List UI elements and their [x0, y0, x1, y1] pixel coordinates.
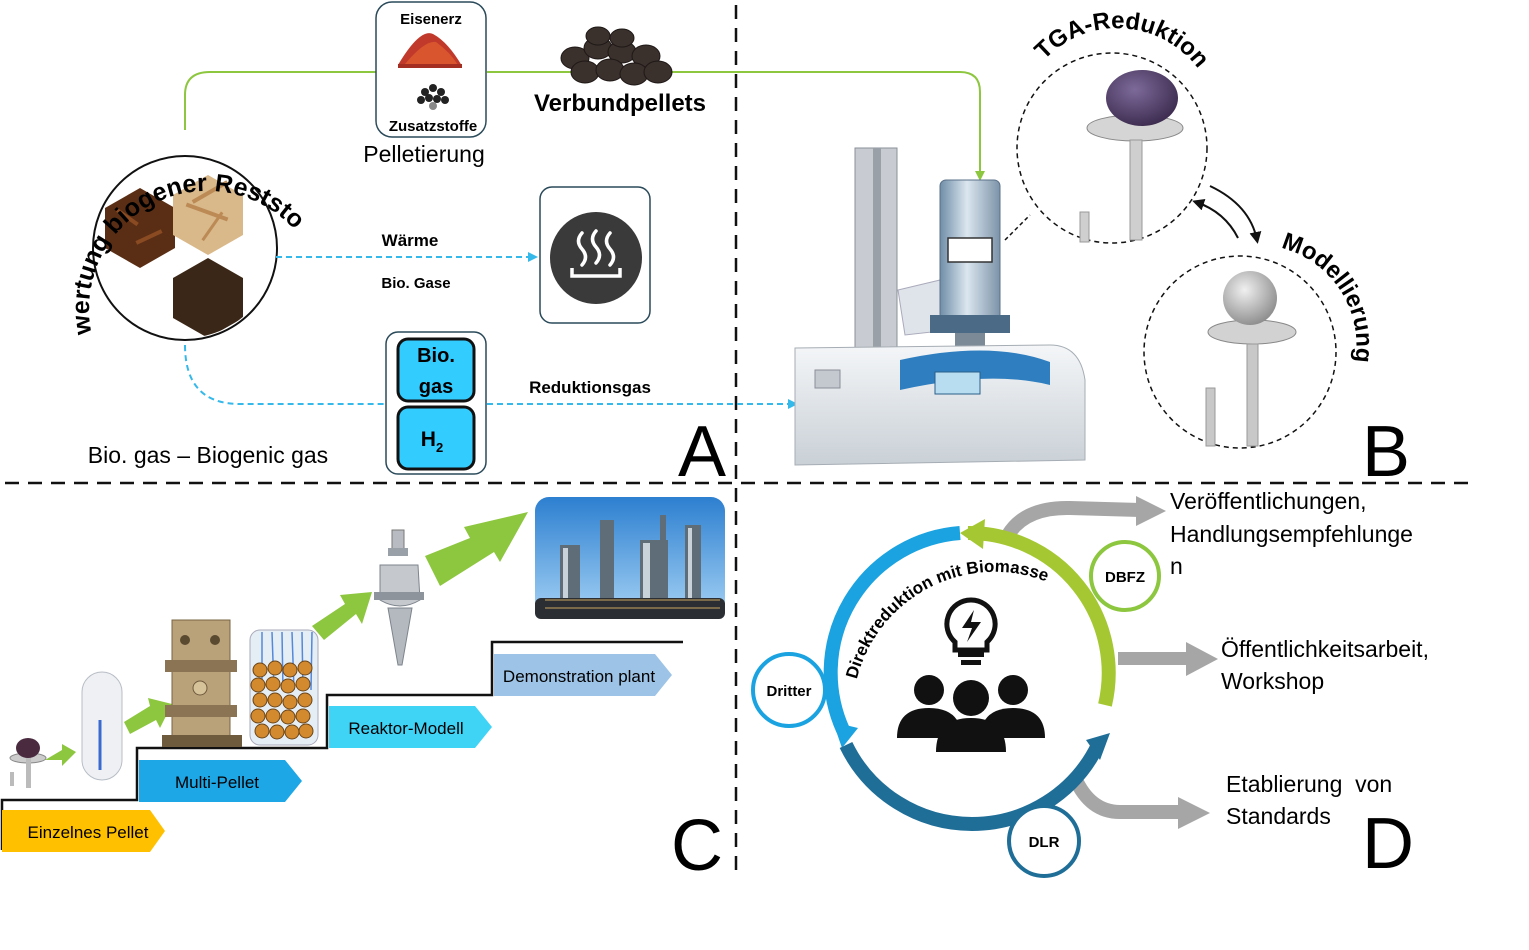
gray-arrow-publications-head: [1136, 496, 1166, 526]
step-multi-pellet-label: Multi-Pellet: [175, 773, 259, 792]
modell-circle: [1143, 255, 1337, 449]
ring-darkblue-arrowhead: [1086, 733, 1110, 760]
eisenerz-label: Eisenerz: [400, 11, 462, 28]
biomass-hexagons: [105, 175, 243, 338]
panel-d: Direktreduktion mit Biomasse DBFZ Dritte…: [751, 488, 1429, 884]
tga-sample-holder-image: [1079, 70, 1184, 243]
team-idea-icon: [897, 597, 1045, 752]
model-sample-holder-image: [1205, 271, 1297, 447]
step-reaktor-modell: [329, 706, 492, 748]
step-demonstration-plant-label: Demonstration plant: [503, 667, 655, 686]
partner-dlr: [1007, 804, 1081, 878]
heat-icon: [550, 212, 642, 304]
gray-arrow-outreach-head: [1186, 642, 1218, 676]
out-publications-line3: n: [1170, 553, 1183, 579]
iron-ore-pile-icon: [398, 33, 462, 68]
gray-arrow-standards-head: [1178, 797, 1210, 829]
step-einzelnes-pellet: [2, 810, 165, 852]
composite-pellets-image: [560, 26, 673, 86]
h2-label: H2: [421, 428, 443, 455]
tga-connector: [1004, 214, 1031, 241]
out-outreach-line1: Öffentlichkeitsarbeit,: [1221, 636, 1429, 662]
ring-green-arrowhead: [960, 519, 985, 549]
step-einzelnes-pellet-label: Einzelnes Pellet: [28, 823, 149, 842]
step-reaktor-modell-label: Reaktor-Modell: [348, 719, 463, 738]
gray-arrow-standards-shaft: [1068, 774, 1180, 819]
out-outreach-line2: Workshop: [1221, 668, 1324, 694]
ring-lightblue-arrowhead: [833, 722, 858, 748]
bio-gase-label: Bio. Gase: [381, 275, 450, 292]
panel-d-letter: D: [1362, 804, 1414, 884]
additives-icon: [417, 84, 449, 110]
feed-line-left: [184, 71, 378, 130]
bio-gas-line2: gas: [419, 376, 453, 398]
multi-pellet-reactor-image: [162, 619, 242, 747]
panel-c: Einzelnes Pellet Multi-Pellet Reaktor-Mo…: [0, 497, 725, 886]
gray-arrow-publications-shaft: [1002, 500, 1141, 539]
bio-gas-chip: [396, 337, 476, 403]
single-pellet-image: [9, 738, 47, 788]
out-publications-line2: Handlungsempfehlunge: [1170, 521, 1413, 547]
partner-dritter-label: Dritter: [766, 683, 811, 700]
verbundpellets-label: Verbundpellets: [534, 90, 706, 117]
reactor-model-image: [374, 529, 424, 666]
panel-b: TGA-Reduktion Modellierung B: [794, 7, 1410, 492]
arrow-to-tga: [1192, 198, 1239, 239]
panel-b-letter: B: [1362, 412, 1410, 492]
scale-up-stairs: [0, 640, 683, 850]
bio-gas-footnote: Bio. gas – Biogenic gas: [88, 442, 328, 468]
tga-instrument-image: [794, 147, 1086, 466]
waerme-label: Wärme: [382, 231, 439, 250]
partner-dbfz-label: DBFZ: [1105, 569, 1145, 586]
out-standards-line1: Etablierung von: [1226, 771, 1392, 797]
packed-bed-simulation-image: [249, 629, 319, 746]
partner-dritter: [751, 652, 827, 728]
green-arrow-3: [312, 592, 372, 640]
zusatzstoffe-label: Zusatzstoffe: [389, 118, 477, 135]
reduktionsgas-line-left: [184, 344, 388, 405]
gray-arrow-outreach-shaft: [1118, 652, 1190, 665]
bio-gas-line1: Bio.: [417, 345, 455, 367]
ring-darkblue-arc: [839, 741, 1105, 831]
partner-dbfz: [1089, 540, 1161, 612]
step-demonstration-plant: [494, 654, 672, 696]
green-arrow-2: [124, 698, 172, 734]
panel-a-letter: A: [678, 412, 726, 492]
ring-lightblue-arc: [823, 526, 961, 733]
green-arrow-1: [45, 744, 76, 766]
pelletierung-label: Pelletierung: [363, 141, 484, 167]
feed-line-right: [487, 71, 985, 181]
demonstration-plant-image: [535, 497, 725, 619]
out-publications-line1: Veröffentlichungen,: [1170, 488, 1367, 514]
h2-chip: [396, 405, 476, 471]
out-standards-line2: Standards: [1226, 803, 1331, 829]
panel-c-letter: C: [671, 806, 723, 886]
tga-circle: [1016, 52, 1208, 244]
partner-dlr-label: DLR: [1029, 834, 1060, 851]
arrow-to-modell: [1209, 185, 1262, 244]
pelletierung-box: [375, 1, 487, 138]
green-arrow-4: [425, 512, 528, 586]
ring-green-arc: [967, 525, 1116, 707]
single-pellet-tube-image: [81, 671, 123, 781]
reduktionsgas-label: Reduktionsgas: [529, 378, 651, 397]
step-multi-pellet: [139, 760, 302, 802]
